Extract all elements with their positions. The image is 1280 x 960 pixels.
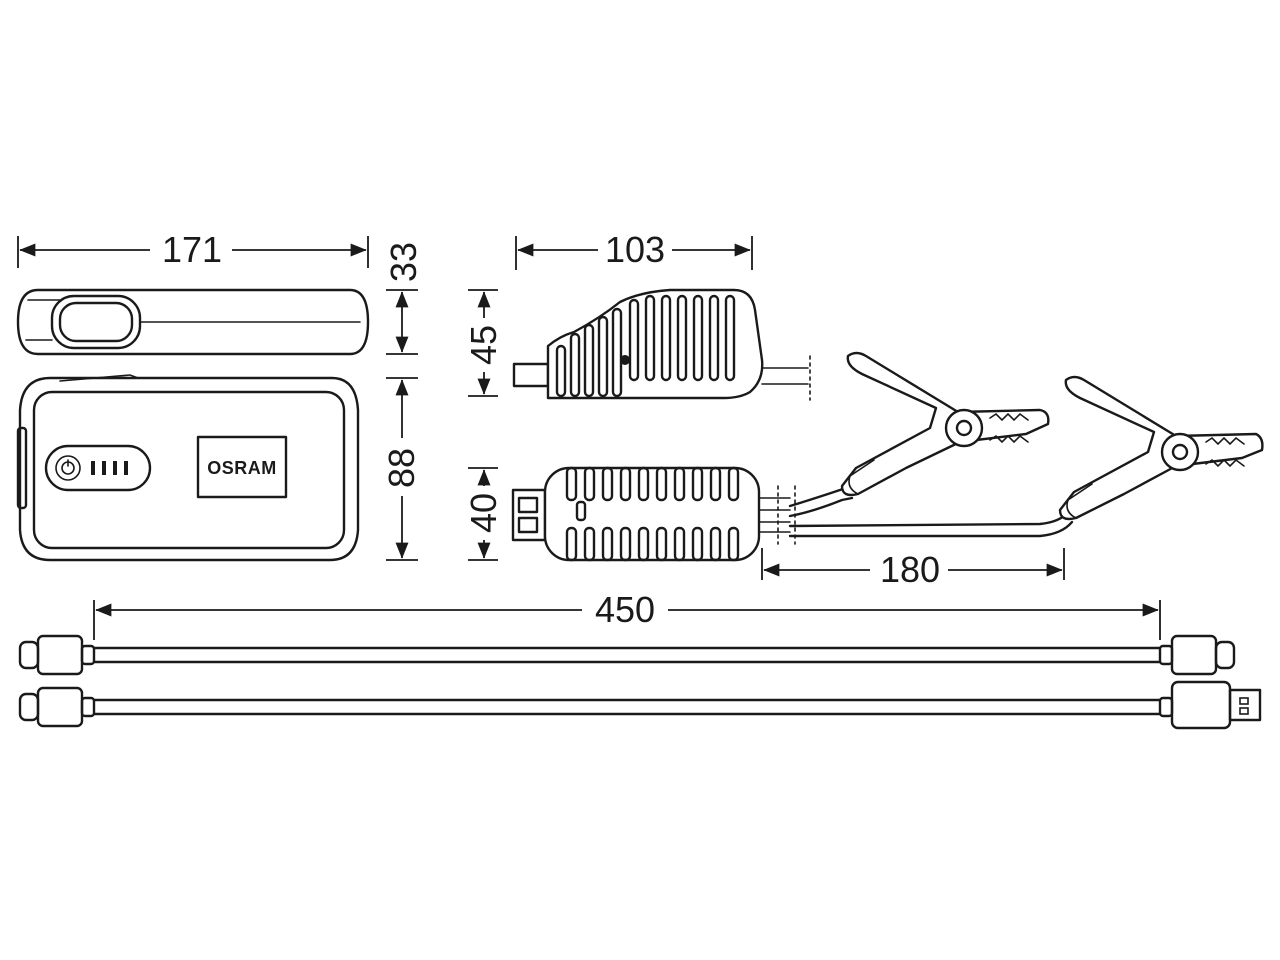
- usb-a-to-usb-c-cable: [18, 680, 1262, 730]
- dimension-usb-cable-length: 450: [595, 589, 655, 630]
- top-fins-lower: [565, 526, 740, 562]
- brand-logo: OSRAM: [207, 458, 277, 478]
- dimension-unit-length: 171: [162, 229, 222, 270]
- battery-clamp-right: [1058, 375, 1264, 521]
- power-icon: [55, 455, 81, 481]
- dimension-clamp-box-length: 103: [605, 229, 665, 270]
- unit-front-view: OSRAM: [16, 374, 360, 562]
- dimension-clamp-box-side-height: 45: [463, 325, 504, 365]
- dimension-clamp-cable-length: 180: [880, 549, 940, 590]
- side-fins: [555, 294, 736, 398]
- clamp-box-side-view: [512, 288, 811, 401]
- unit-side-view: [16, 288, 370, 356]
- button-panel: [44, 444, 152, 492]
- logo-plate: [196, 435, 288, 499]
- dimension-unit-height: 88: [381, 448, 422, 488]
- dimension-unit-thickness: 33: [383, 242, 424, 282]
- dimension-clamp-box-top-height: 40: [463, 493, 504, 533]
- usb-c-to-usb-c-cable: [18, 634, 1236, 676]
- battery-clamp-left: [840, 351, 1050, 497]
- clamp-box-top-view: [511, 466, 796, 562]
- battery-level-indicator-icon: [91, 461, 128, 475]
- dimension-lines: [17, 236, 1161, 640]
- clamp-cables: [788, 484, 1074, 538]
- top-fins-upper: [565, 466, 740, 502]
